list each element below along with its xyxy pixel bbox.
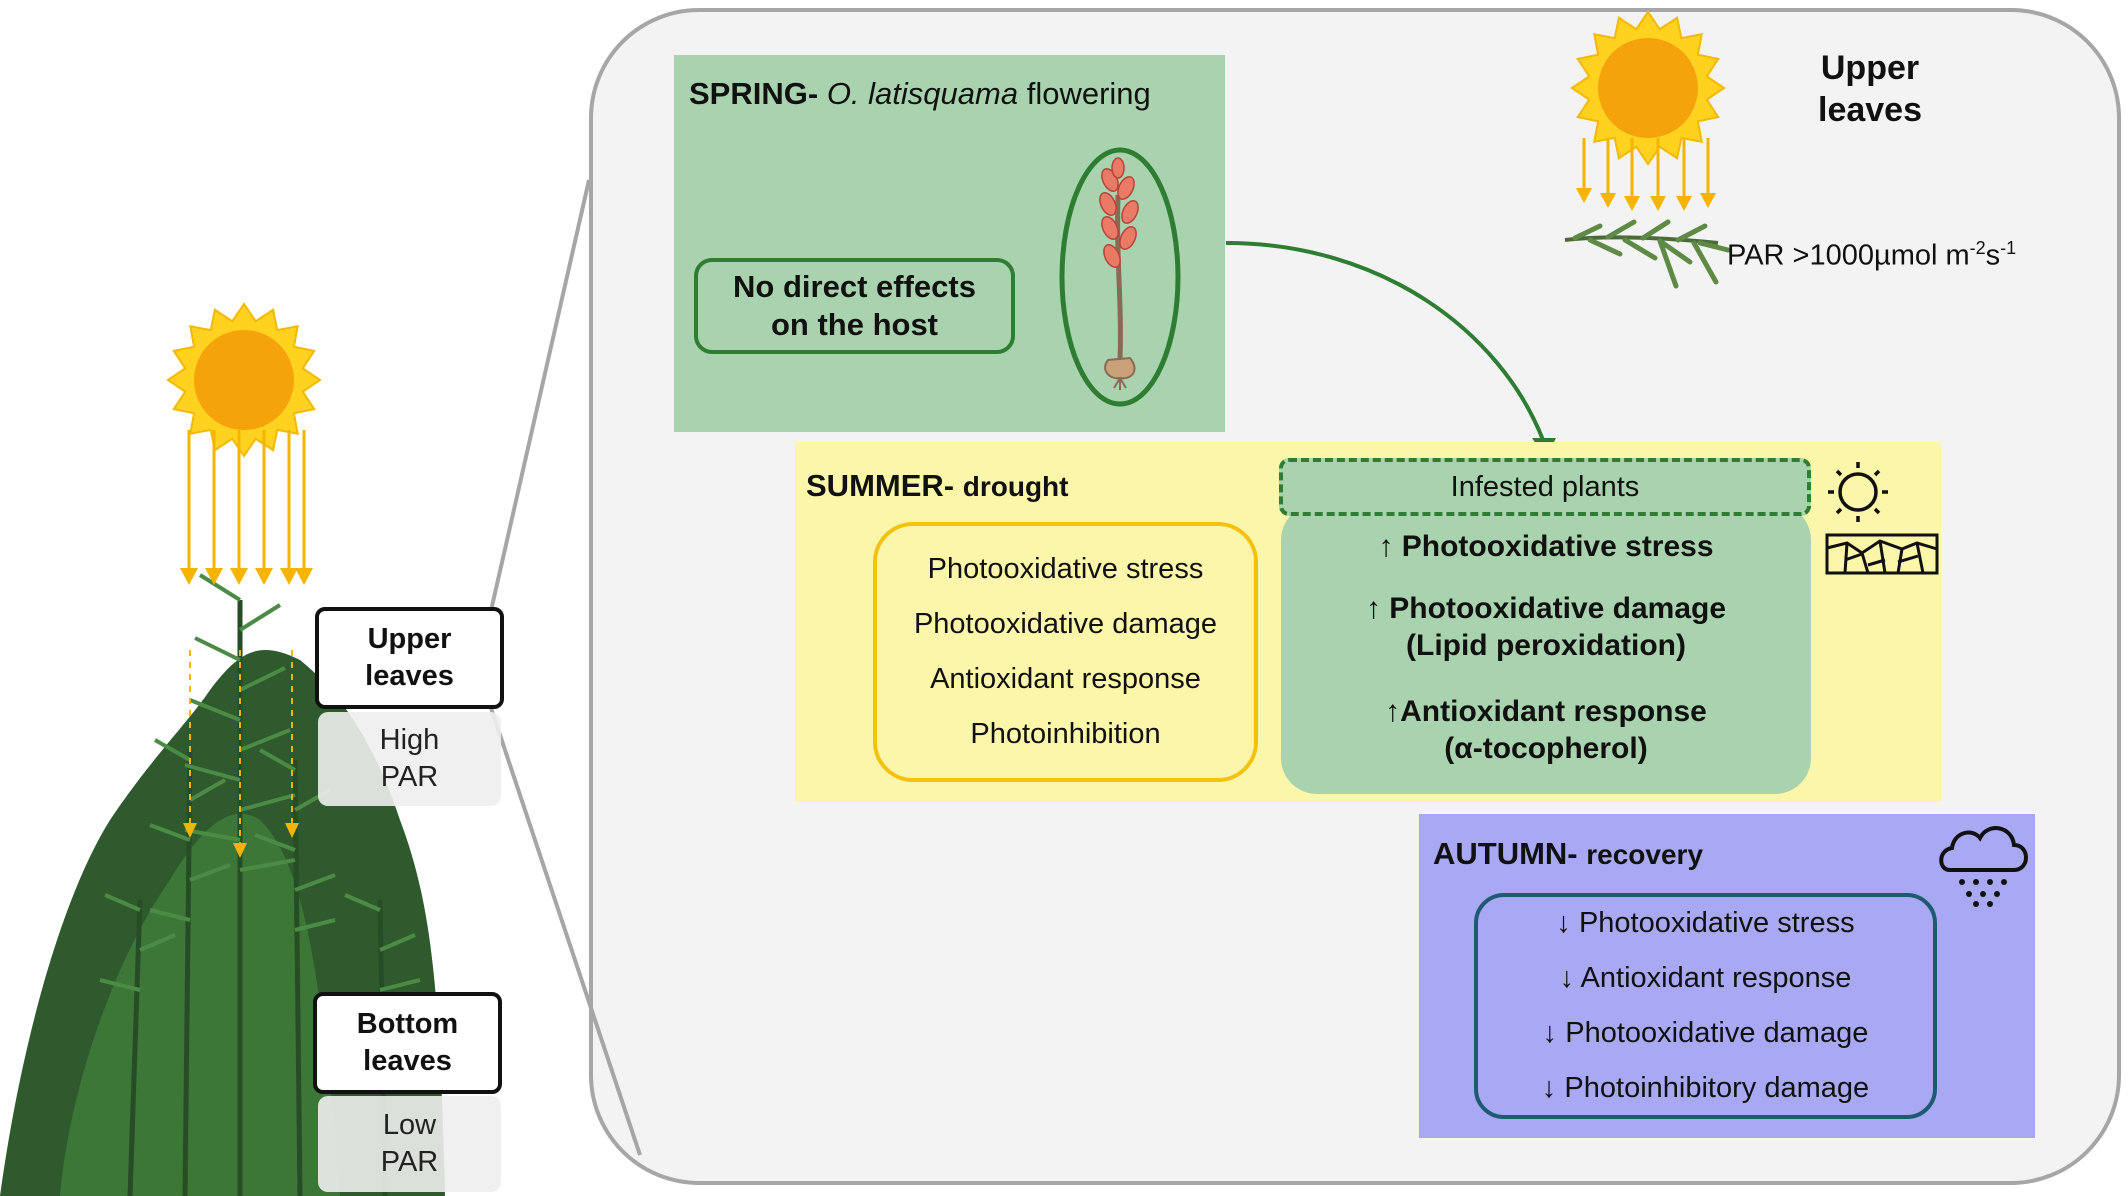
infested-item-line: (Lipid peroxidation) — [1406, 629, 1686, 662]
upper-leaves-line2: leaves — [365, 660, 454, 692]
upper-leaves-label: Upper leaves — [315, 607, 504, 709]
species-name: O. latisquama — [826, 76, 1019, 111]
autumn-item: ↓ Photooxidative damage — [1542, 1017, 1869, 1049]
control-item: Photooxidative damage — [913, 608, 1218, 640]
infested-item-line: (α-tocopherol) — [1444, 732, 1648, 765]
bottom-leaves-line2: leaves — [363, 1045, 452, 1077]
no-direct-effects-box: No direct effects on the host — [694, 258, 1015, 354]
upper-title-line2: leaves — [1818, 91, 1922, 129]
infested-item-line: ↑ Photooxidative damage — [1365, 592, 1727, 625]
sun-core — [194, 330, 294, 430]
spring-title: SPRING- O. latisquama flowering — [689, 76, 1151, 112]
summer-event: drought — [962, 471, 1069, 502]
autumn-item: ↓ Photooxidative stress — [1556, 907, 1855, 939]
bottom-leaves-line1: Bottom — [356, 1008, 459, 1040]
no-effects-line2: on the host — [770, 307, 939, 342]
no-effects-line1: No direct effects — [733, 269, 976, 304]
autumn-event: recovery — [1586, 839, 1704, 870]
control-plants-box: Photooxidative stress Photooxidative dam… — [873, 522, 1258, 782]
sun-outline-icon — [1828, 462, 1888, 522]
upper-leaves-title: Upper leaves — [1790, 47, 1950, 131]
zoom-line-bottom — [488, 704, 642, 1156]
sun-core — [1598, 38, 1698, 138]
infested-plants-box — [1281, 504, 1811, 794]
infested-label-text: Infested plants — [1450, 470, 1640, 503]
summer-season: SUMMER- — [806, 468, 955, 503]
autumn-title: AUTUMN- recovery — [1433, 836, 1703, 872]
flower-ellipse — [1059, 147, 1181, 407]
sunlight-arrows — [1582, 138, 1710, 198]
bottom-par-line2: PAR — [380, 1146, 439, 1178]
autumn-item: ↓ Photoinhibitory damage — [1541, 1072, 1870, 1104]
upper-par-label: High PAR — [318, 712, 501, 806]
bottom-leaves-label: Bottom leaves — [313, 992, 502, 1094]
autumn-season: AUTUMN- — [1433, 836, 1578, 871]
par-mid: s — [1985, 239, 2001, 272]
upper-title-line1: Upper — [1820, 49, 1920, 87]
par-exp1: -2 — [1969, 238, 1986, 258]
filtered-light-arrows — [189, 650, 293, 845]
infested-item-stress: ↑ Photooxidative stress — [1281, 530, 1811, 564]
upper-leaves-line1: Upper — [367, 623, 452, 655]
upper-par-line1: High — [379, 724, 440, 756]
control-item: Antioxidant response — [930, 663, 1201, 695]
bottom-par-line1: Low — [382, 1109, 437, 1141]
zoom-line-top — [488, 179, 591, 616]
spring-season: SPRING- — [689, 76, 819, 111]
par-main: PAR >1000µmol m — [1727, 239, 1970, 272]
par-value-label: PAR >1000µmol m-2s-1 — [1727, 238, 2016, 273]
infested-item-line: ↑ Photooxidative stress — [1378, 530, 1714, 563]
par-exp2: -1 — [2000, 238, 2017, 258]
upper-par-line2: PAR — [380, 761, 439, 793]
sunlight-arrows — [187, 430, 306, 570]
summer-title: SUMMER- drought — [806, 468, 1068, 504]
infested-plants-label: Infested plants — [1279, 458, 1811, 516]
autumn-recovery-box: ↓ Photooxidative stress ↓ Antioxidant re… — [1474, 893, 1937, 1119]
infested-item-damage: ↑ Photooxidative damage (Lipid peroxidat… — [1281, 590, 1811, 664]
infested-item-antioxidant: ↑Antioxidant response (α-tocopherol) — [1281, 693, 1811, 767]
control-item: Photooxidative stress — [927, 553, 1204, 585]
infested-item-line: ↑Antioxidant response — [1385, 695, 1707, 728]
spring-event: flowering — [1026, 76, 1151, 111]
drought-soil-icon — [1825, 533, 1939, 575]
control-item: Photoinhibition — [970, 718, 1161, 750]
autumn-panel — [1419, 814, 2035, 1138]
bottom-par-label: Low PAR — [318, 1096, 501, 1192]
autumn-item: ↓ Antioxidant response — [1559, 962, 1852, 994]
